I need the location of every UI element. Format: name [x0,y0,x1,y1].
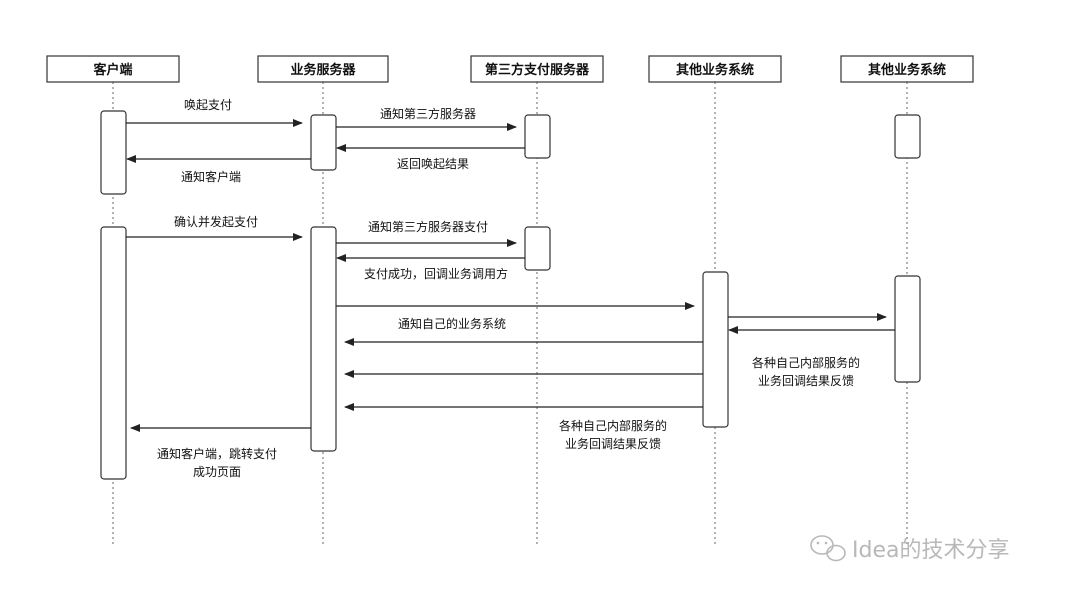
participant-other-system-2: 其他业务系统 [840,55,974,83]
message-labels: 唤起支付 通知第三方服务器 返回唤起结果 通知客户端 确认并发起支付 通知第三方… [157,98,860,479]
message-label: 通知第三方服务器 [380,106,476,121]
participant-label: 客户端 [93,62,132,78]
message-label: 通知自己的业务系统 [398,316,506,331]
participant-other-system-1: 其他业务系统 [648,55,782,83]
activation-client-2 [100,226,127,480]
message-label: 各种自己内部服务的 [752,355,860,370]
message-label: 通知客户端 [181,169,241,184]
activation-other2-2 [894,275,921,383]
message-label-line2: 业务回调结果反馈 [565,436,661,451]
activation-third-party-1 [524,114,551,159]
activation-third-party-2 [524,226,551,271]
participant-label: 其他业务系统 [868,62,946,78]
activation-client-1 [100,110,127,195]
activations [100,110,921,480]
participant-business-server: 业务服务器 [257,55,389,83]
wechat-icon [810,535,846,562]
watermark-text: Idea的技术分享 [852,538,1009,563]
message-label: 返回唤起结果 [397,157,469,171]
messages [126,119,895,432]
participant-label: 其他业务系统 [676,62,754,78]
activation-business-2 [310,226,337,452]
watermark: Idea的技术分享 [810,535,1009,563]
activation-other2-1 [894,114,921,159]
message-label: 通知客户端，跳转支付 [157,446,277,461]
message-label: 确认并发起支付 [174,214,258,229]
participant-label: 业务服务器 [290,62,356,78]
participant-client: 客户端 [46,55,180,83]
participant-label: 第三方支付服务器 [485,62,590,78]
message-label: 各种自己内部服务的 [559,418,667,433]
message-label: 支付成功，回调业务调用方 [364,266,508,281]
participant-third-party-server: 第三方支付服务器 [470,55,604,83]
message-label-line2: 成功页面 [193,465,241,479]
message-label: 通知第三方服务器支付 [368,219,488,234]
message-label-line2: 业务回调结果反馈 [758,373,854,388]
message-label: 唤起支付 [184,98,232,112]
activation-other1 [702,271,729,428]
activation-business-1 [310,114,337,171]
